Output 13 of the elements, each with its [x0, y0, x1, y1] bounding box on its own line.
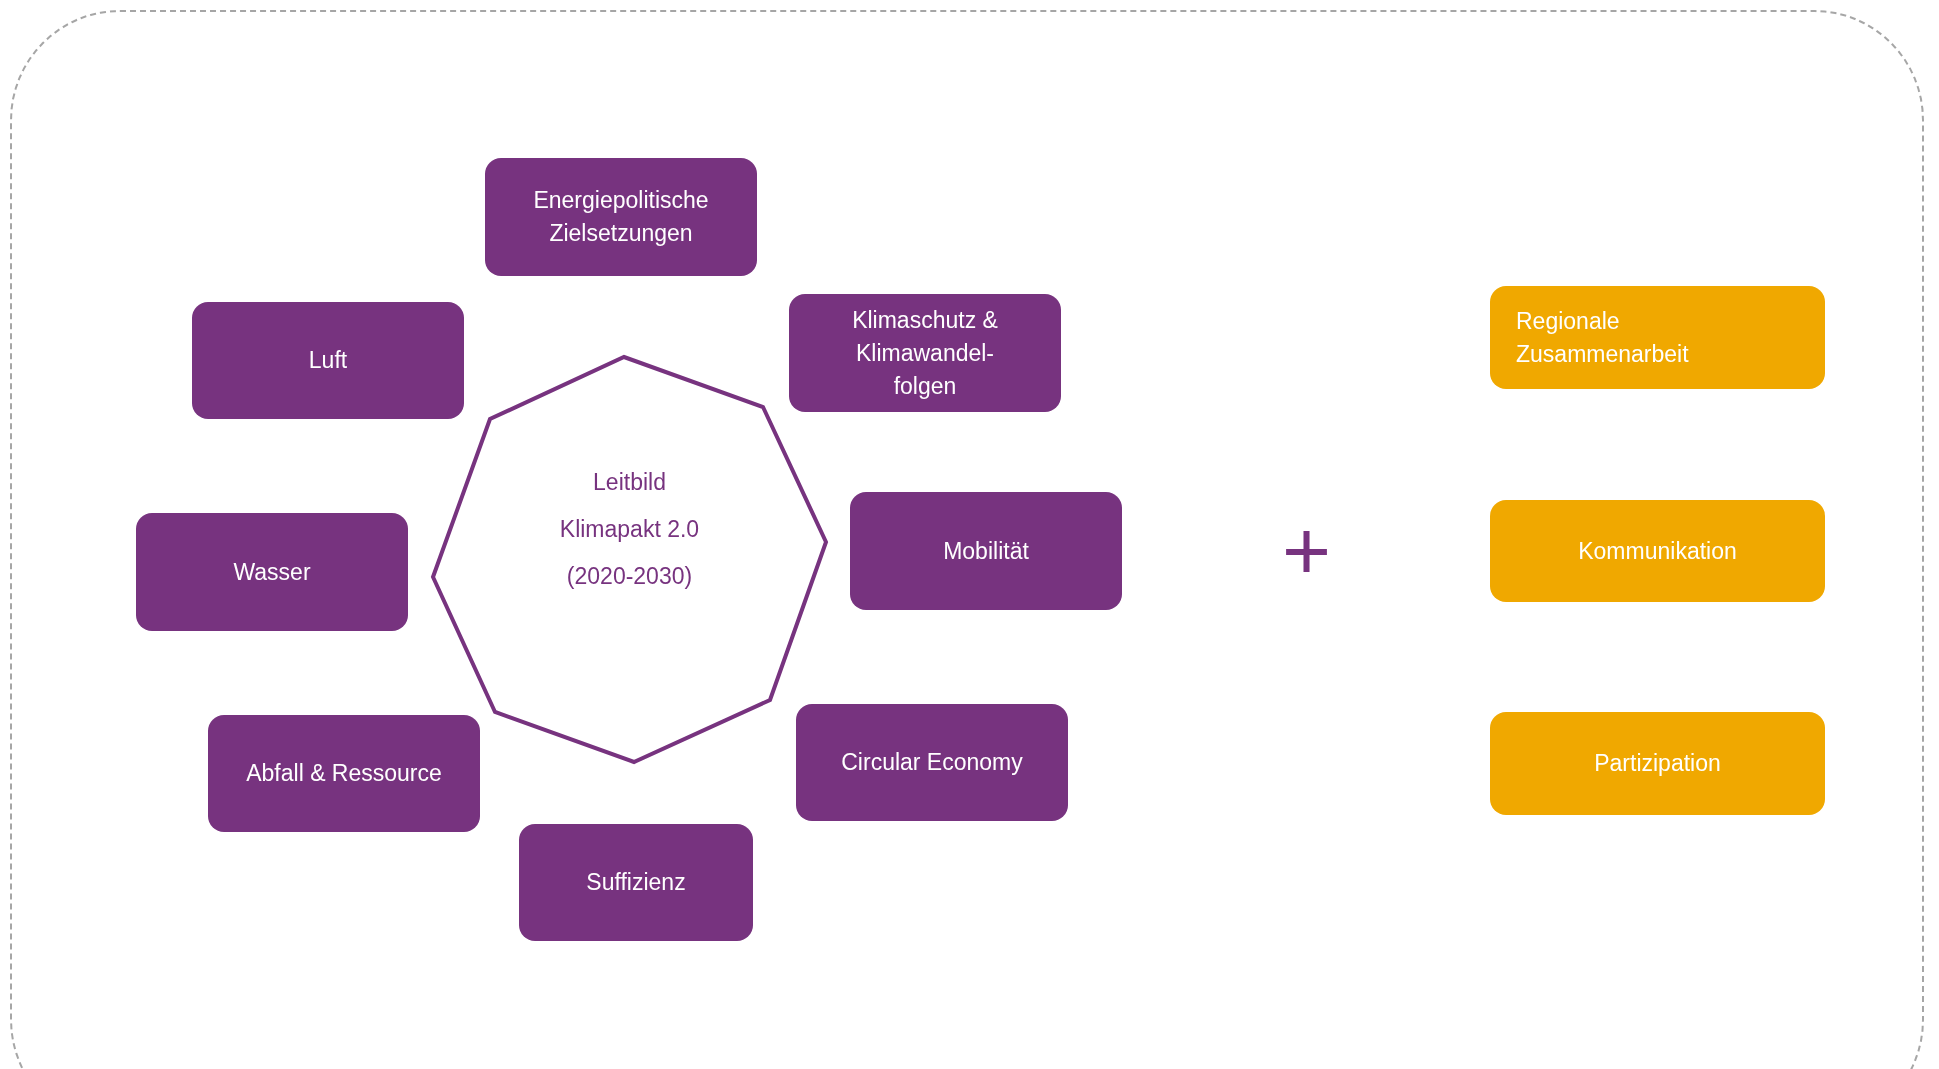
topic-box: Abfall & Ressource: [208, 715, 480, 832]
topic-box: Circular Economy: [796, 704, 1068, 821]
center-title: Leitbild Klimapakt 2.0 (2020-2030): [558, 468, 701, 591]
plus-sign: +: [1282, 508, 1332, 592]
cross-cutting-box: Kommunikation: [1490, 500, 1825, 602]
topic-box: Klimaschutz & Klimawandel-folgen: [789, 294, 1061, 412]
topic-box: Wasser: [136, 513, 408, 631]
cross-cutting-box: Partizipation: [1490, 712, 1825, 815]
cross-cutting-box: Regionale Zusammenarbeit: [1490, 286, 1825, 389]
topic-box: Mobilität: [850, 492, 1122, 610]
topic-box: Suffizienz: [519, 824, 753, 941]
topic-box: Luft: [192, 302, 464, 419]
topic-box: Energiepolitische Zielsetzungen: [485, 158, 757, 276]
